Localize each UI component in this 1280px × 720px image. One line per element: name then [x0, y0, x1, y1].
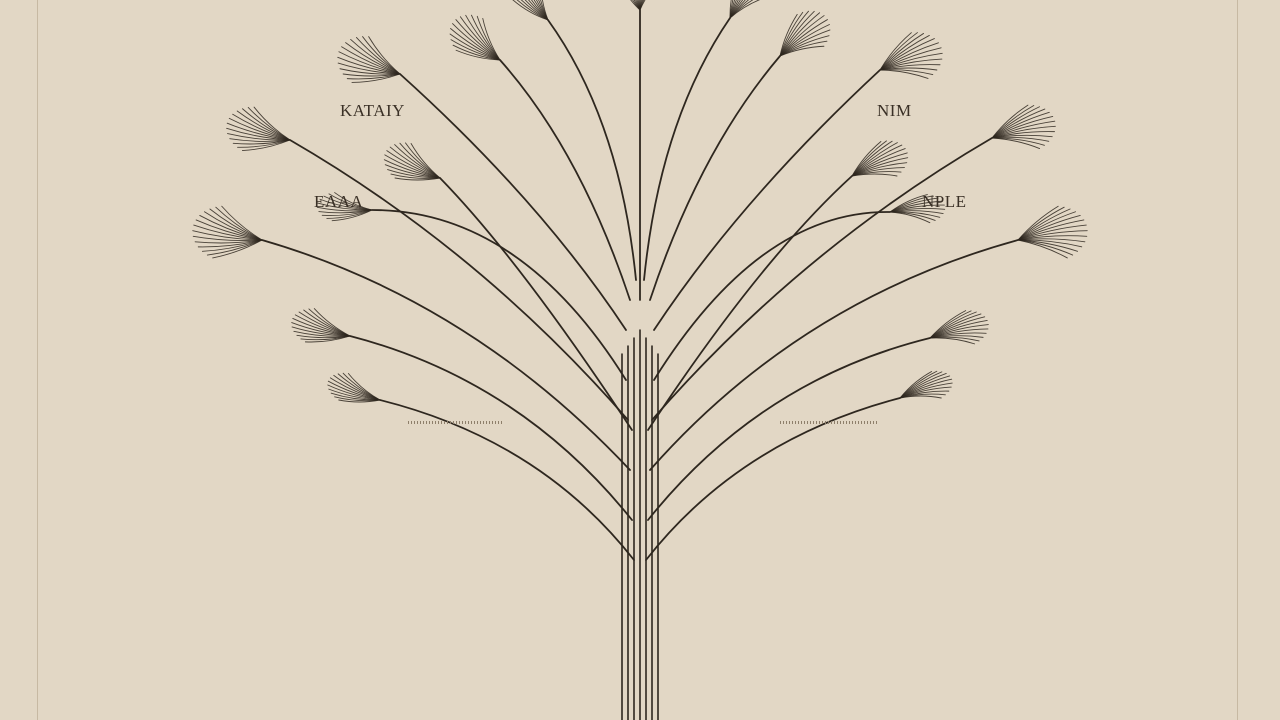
branch-line — [547, 19, 637, 281]
branch-line — [349, 335, 633, 521]
frond-strand — [226, 127, 291, 141]
frond-strand — [879, 42, 939, 71]
branch-line — [289, 139, 629, 421]
branch-line — [651, 137, 993, 421]
frond-strand — [639, 0, 646, 11]
frond-strand — [929, 337, 976, 345]
branch-line — [649, 239, 1019, 471]
branch-line — [645, 397, 901, 561]
frond-strand — [991, 115, 1054, 139]
frond-strand — [991, 137, 1041, 150]
tree-fronds — [192, 0, 1088, 403]
frond-strand — [879, 52, 943, 71]
frond-strand — [1017, 230, 1088, 241]
frond-strand — [253, 106, 291, 141]
frond-strand — [1017, 211, 1076, 241]
frond-strand — [337, 56, 401, 75]
right-frame-border — [1237, 0, 1238, 720]
branch-line — [499, 59, 631, 301]
branch-label-top-right: NIM — [877, 101, 912, 120]
frond-strand — [729, 0, 761, 19]
frond-strand — [851, 173, 898, 177]
frond-strand — [1017, 219, 1085, 241]
frond-strand — [192, 230, 263, 241]
frond-strand — [899, 395, 942, 399]
branch-line — [379, 399, 635, 561]
frond-strand — [879, 69, 929, 79]
frond-strand — [410, 143, 441, 179]
branch-line — [647, 175, 853, 431]
branch-line — [647, 337, 931, 521]
frond-strand — [639, 0, 645, 11]
left-tick-marks — [408, 421, 503, 424]
frond-strand — [1017, 214, 1081, 241]
frond-strand — [226, 122, 291, 141]
frond-strand — [991, 125, 1056, 139]
frond-strand — [228, 117, 291, 141]
frond-strand — [193, 224, 263, 241]
tree-trunk — [621, 329, 659, 720]
tree-branches — [261, 9, 1019, 561]
branch-line — [399, 73, 627, 331]
frond-strand — [991, 120, 1056, 139]
left-frame-border — [37, 0, 38, 720]
frond-strand — [889, 211, 931, 224]
branch-line — [643, 17, 731, 281]
frond-strand — [334, 192, 373, 211]
frond-strand — [482, 17, 501, 61]
branch-line — [439, 177, 633, 431]
frond-strand — [341, 46, 401, 75]
frond-strand — [195, 219, 263, 241]
branch-line — [653, 211, 891, 381]
branch-label-mid-right: NPLE — [922, 192, 967, 211]
frond-strand — [199, 214, 263, 241]
frond-strand — [197, 239, 263, 248]
frond-strand — [192, 235, 263, 242]
right-tick-marks — [780, 421, 878, 424]
frond-strand — [879, 47, 942, 71]
branch-label-mid-left: EAAA — [314, 192, 364, 211]
branch-line — [261, 239, 631, 471]
frond-strand — [313, 308, 351, 337]
frond-strand — [1017, 235, 1088, 241]
frond-strand — [194, 239, 263, 244]
frond-strand — [221, 205, 263, 241]
frond-strand — [541, 0, 549, 21]
frond-strand — [1017, 238, 1086, 243]
branch-line — [653, 69, 881, 331]
frond-strand — [1017, 239, 1068, 259]
branch-label-top-left: KATAIY — [340, 101, 405, 120]
branch-line — [649, 55, 781, 301]
branch-line — [371, 209, 627, 381]
frond-strand — [347, 373, 381, 401]
frond-strand — [338, 51, 401, 75]
frond-strand — [1017, 224, 1087, 241]
frond-strand — [779, 45, 825, 57]
frond-strand — [368, 36, 401, 75]
